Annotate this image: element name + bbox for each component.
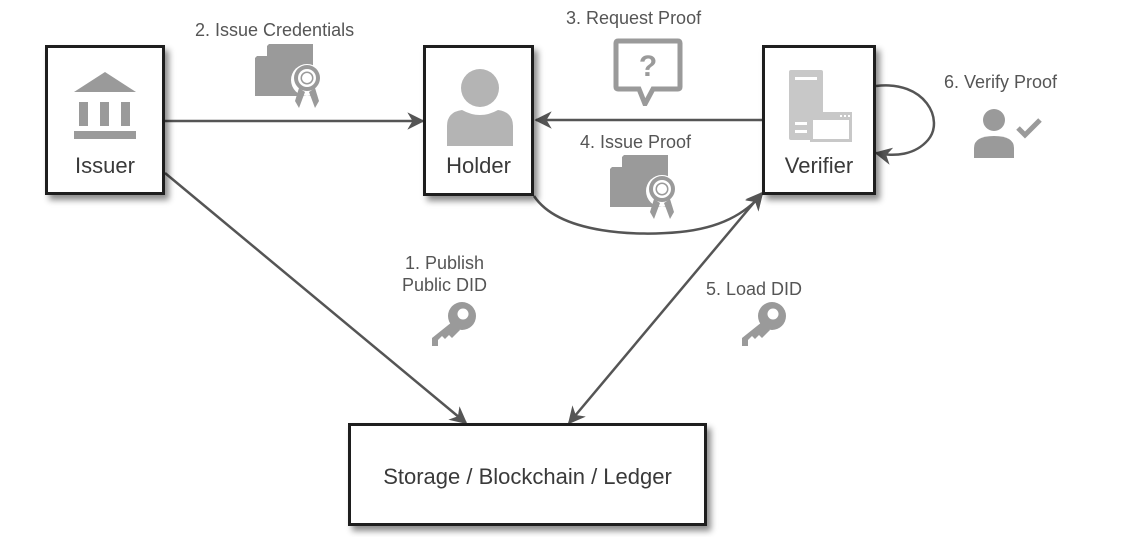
verifier-label: Verifier <box>784 153 854 178</box>
step-verify-proof-label: 6. Verify Proof <box>944 72 1058 92</box>
step-publish-label-line2: Public DID <box>402 275 488 295</box>
question-bubble-icon: ? <box>613 38 683 106</box>
person-icon <box>447 69 513 146</box>
key-icon <box>742 302 786 346</box>
step-publish-label: 1. Publish Public DID <box>402 252 487 296</box>
step-publish-label-line1: 1. Publish <box>404 253 485 273</box>
key-icon <box>432 302 476 346</box>
step-issue-proof-label: 4. Issue Proof <box>580 132 692 152</box>
step-issue-credentials-label: 2. Issue Credentials <box>195 20 355 40</box>
bank-icon <box>74 72 136 139</box>
step-load-did-label: 5. Load DID <box>706 279 803 299</box>
arrow-publish-did <box>164 172 468 425</box>
user-check-icon <box>974 109 1042 158</box>
certificate-icon <box>610 155 678 219</box>
holder-node[interactable]: Holder <box>423 45 534 196</box>
svg-text:?: ? <box>639 50 657 83</box>
verifier-node[interactable]: Verifier <box>762 45 876 195</box>
ledger-node[interactable]: Storage / Blockchain / Ledger <box>348 423 707 526</box>
issuer-label: Issuer <box>75 153 135 178</box>
arrow-load-did <box>567 191 764 425</box>
step-request-proof-label: 3. Request Proof <box>566 8 702 28</box>
certificate-icon <box>255 44 323 108</box>
server-window-icon <box>789 70 852 142</box>
holder-label: Holder <box>446 153 511 178</box>
arrow-verify-proof <box>874 84 936 165</box>
ledger-label: Storage / Blockchain / Ledger <box>383 464 672 489</box>
issuer-node[interactable]: Issuer <box>45 45 165 195</box>
